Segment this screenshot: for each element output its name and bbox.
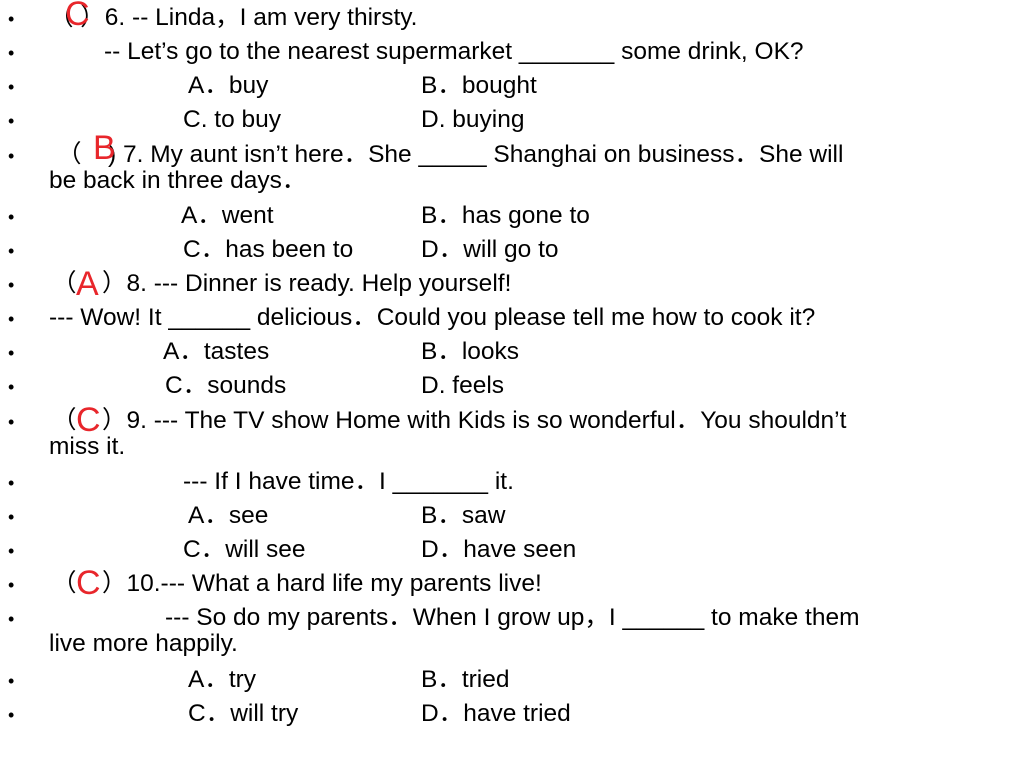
q7-stem-open: （	[57, 141, 82, 168]
bullet: •	[8, 377, 15, 397]
bullet: •	[8, 207, 15, 227]
q6-option-b: B．bought	[421, 72, 537, 99]
q10-stem: ）10.--- What a hard life my parents live…	[102, 570, 542, 597]
q9-option-d: D．have seen	[421, 536, 577, 563]
q10-option-a: A．try	[188, 666, 257, 693]
q9-option-c: C．will see	[183, 536, 306, 563]
q7-option-a: A．went	[181, 202, 274, 229]
bullet: •	[8, 9, 15, 29]
bullet: •	[8, 43, 15, 63]
bullet: •	[8, 309, 15, 329]
q8-line2: --- Wow! It ______ delicious．Could you p…	[49, 304, 816, 331]
bullet: •	[8, 473, 15, 493]
bullet: •	[8, 671, 15, 691]
bullet: •	[8, 77, 15, 97]
bullet: •	[8, 241, 15, 261]
q10-option-d: D．have tried	[421, 700, 571, 727]
q10-option-b: B．tried	[421, 666, 510, 693]
bullet: •	[8, 507, 15, 527]
bullet: •	[8, 705, 15, 725]
q9-stem-wrap: miss it.	[49, 433, 126, 460]
q10-stem-open: （	[52, 570, 77, 597]
q10-option-c: C．will try	[188, 700, 299, 727]
q7-stem-row: • （ ) 7. My aunt isn’t here．She _____ Sh…	[0, 142, 1024, 194]
q6-answer: C	[65, 0, 90, 33]
q9-option-a: A．see	[188, 502, 269, 529]
q7-option-c: C．has been to	[183, 236, 354, 263]
q8-stem: ）8. --- Dinner is ready. Help yourself!	[102, 270, 512, 297]
q6-option-a: A．buy	[188, 72, 269, 99]
q7-option-b: B．has gone to	[421, 202, 590, 229]
q6-line2: -- Let’s go to the nearest supermarket _…	[104, 38, 804, 65]
q6-option-c: C. to buy	[183, 106, 282, 133]
q10-answer: C	[76, 564, 101, 602]
q8-option-b: B．looks	[421, 338, 520, 365]
q7-answer: B	[93, 129, 116, 167]
bullet: •	[8, 111, 15, 131]
q9-option-b: B．saw	[421, 502, 506, 529]
q8-option-c: C．sounds	[165, 372, 287, 399]
bullet: •	[8, 275, 15, 295]
bullet: •	[8, 575, 15, 595]
q8-option-d: D. feels	[421, 372, 505, 399]
q9-stem-row: • （ ）9. --- The TV show Home with Kids i…	[0, 408, 1024, 460]
q6-option-d: D. buying	[421, 106, 525, 133]
q9-line2: --- If I have time．I _______ it.	[183, 468, 514, 495]
bullet: •	[8, 412, 15, 432]
q8-option-a: A．tastes	[163, 338, 270, 365]
q10-line2: --- So do my parents．When I grow up，I __…	[165, 604, 860, 631]
q10-line2-row: • --- So do my parents．When I grow up，I …	[0, 605, 1024, 657]
q6-stem: （ ）6. -- Linda，I am very thirsty.	[49, 4, 418, 31]
bullet: •	[8, 146, 15, 166]
q9-answer: C	[76, 401, 101, 439]
q8-stem-open: （	[52, 270, 77, 297]
bullet: •	[8, 541, 15, 561]
q9-stem: ）9. --- The TV show Home with Kids is so…	[102, 407, 847, 434]
q7-stem-wrap: be back in three days．	[49, 167, 307, 194]
q7-stem: ) 7. My aunt isn’t here．She _____ Shangh…	[108, 141, 844, 168]
q9-stem-open: （	[52, 407, 77, 434]
bullet: •	[8, 343, 15, 363]
q7-option-d: D．will go to	[421, 236, 559, 263]
bullet: •	[8, 609, 15, 629]
q8-answer: A	[76, 265, 99, 303]
q10-line2-wrap: live more happily.	[49, 630, 238, 657]
